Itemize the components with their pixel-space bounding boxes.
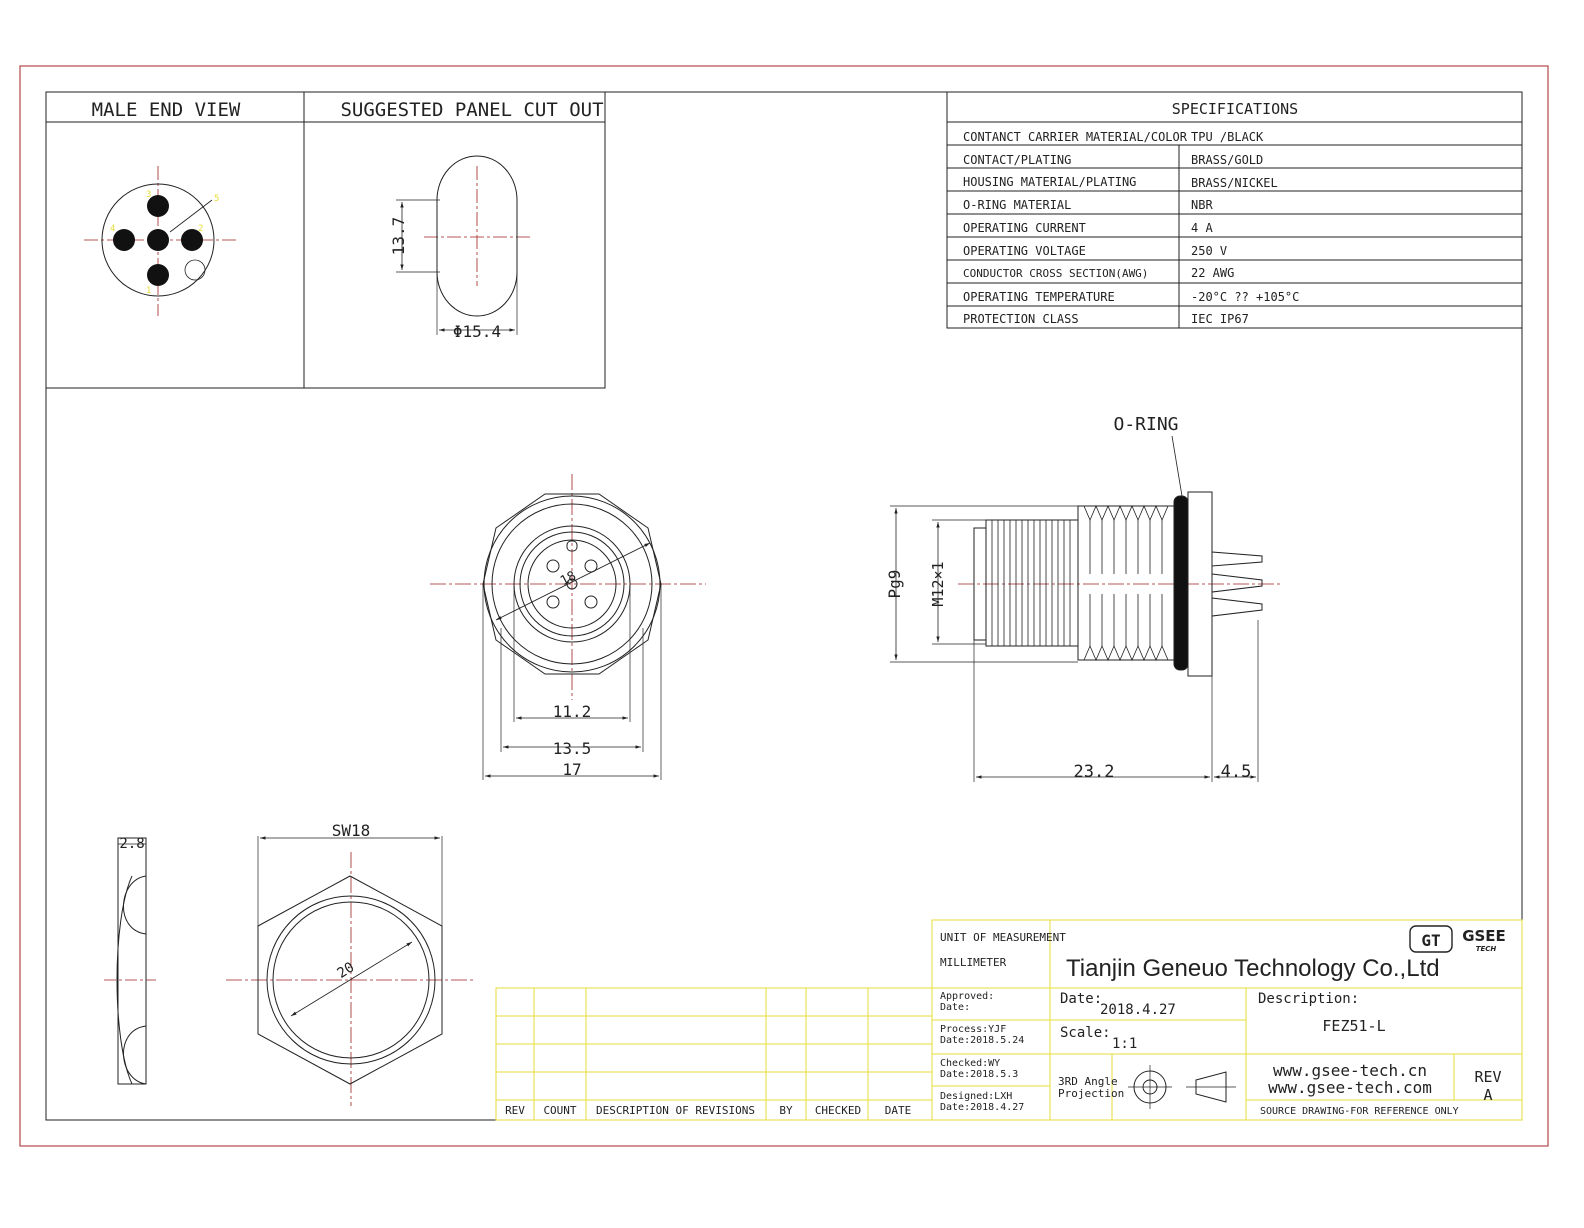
- male-end-view-title: MALE END VIEW: [92, 99, 241, 121]
- process-date: Date:2018.5.24: [940, 1035, 1024, 1046]
- gsee-logo: GT GSEE TECH: [1409, 925, 1506, 953]
- pin-center: [147, 229, 169, 251]
- dim-4-5: 4.5: [1221, 762, 1252, 782]
- logo-name: GSEE: [1462, 927, 1506, 945]
- by-header: BY: [779, 1104, 793, 1117]
- website-cn: www.gsee-tech.cn: [1273, 1061, 1427, 1080]
- designed-date: Date:2018.4.27: [940, 1102, 1024, 1113]
- description-header: DESCRIPTION OF REVISIONS: [596, 1104, 755, 1117]
- nut-front-view: [226, 836, 476, 1106]
- dim-11-2: 11.2: [553, 702, 592, 721]
- pin-right: [181, 229, 203, 251]
- dim-17: 17: [562, 760, 581, 779]
- dim-23-2: 23.2: [1074, 762, 1115, 782]
- specifications-title: SPECIFICATIONS: [1172, 100, 1298, 118]
- thread-lines: [991, 504, 1169, 662]
- date-label: Date:: [1060, 991, 1102, 1007]
- approved-label: Approved:: [940, 991, 994, 1002]
- spec-label: OPERATING VOLTAGE: [963, 244, 1086, 258]
- checked-header: CHECKED: [815, 1104, 861, 1117]
- rev-value: A: [1483, 1086, 1492, 1104]
- process-label: Process:YJF: [940, 1024, 1006, 1035]
- spec-label: OPERATING CURRENT: [963, 221, 1086, 235]
- panel-cut-out: [396, 155, 530, 335]
- male-end-view: 3 5 4 2 1: [84, 166, 236, 316]
- nut-side-view: [104, 837, 156, 1085]
- checked-label: Checked:WY: [940, 1058, 1000, 1069]
- website-com: www.gsee-tech.com: [1268, 1078, 1432, 1097]
- dim-13-5: 13.5: [553, 739, 592, 758]
- dim-cut-height: 13.7: [389, 217, 408, 256]
- spec-value: 4 A: [1191, 221, 1213, 235]
- projection-line-2: Projection: [1058, 1087, 1124, 1100]
- spec-rows: CONTANCT CARRIER MATERIAL/COLOR TPU /BLA…: [963, 130, 1299, 326]
- spec-value: IEC IP67: [1191, 312, 1249, 326]
- company-name: Tianjin Geneuo Technology Co.,Ltd: [1066, 955, 1440, 982]
- spec-label: OPERATING TEMPERATURE: [963, 290, 1115, 304]
- third-angle-projection-symbol: [1128, 1065, 1236, 1109]
- designed-label: Designed:LXH: [940, 1091, 1012, 1102]
- scale-label: Scale:: [1060, 1025, 1111, 1041]
- spec-label: CONTACT/PLATING: [963, 153, 1071, 167]
- title-block-text: UNIT OF MEASUREMENT MILLIMETER Tianjin G…: [940, 931, 1502, 1117]
- logo-sub: TECH: [1476, 945, 1497, 953]
- spec-label: PROTECTION CLASS: [963, 312, 1079, 326]
- scale-value: 1:1: [1112, 1036, 1137, 1052]
- spec-value: TPU /BLACK: [1191, 130, 1264, 144]
- dim-nut-thickness: 2.8: [119, 836, 144, 852]
- connector-side-view: [890, 435, 1280, 782]
- checked-date: Date:2018.5.3: [940, 1069, 1018, 1080]
- pin-top: [147, 195, 169, 217]
- top-left-panels: [45, 91, 606, 389]
- spec-value: BRASS/NICKEL: [1191, 176, 1278, 190]
- spec-value: -20°C ?? +105°C: [1191, 290, 1299, 304]
- dim-cut-diameter: Φ15.4: [453, 322, 501, 341]
- spec-value: 22 AWG: [1191, 266, 1234, 280]
- description-label: Description:: [1258, 991, 1359, 1007]
- spec-value: NBR: [1191, 198, 1213, 212]
- date-value: 2018.4.27: [1100, 1002, 1176, 1018]
- spec-label: CONTANCT CARRIER MATERIAL/COLOR: [963, 130, 1188, 144]
- pin-bottom: [147, 264, 169, 286]
- pin-label-5: 5: [214, 194, 219, 204]
- description-value: FEZ51-L: [1322, 1017, 1385, 1035]
- footer-note: SOURCE DRAWING-FOR REFERENCE ONLY: [1260, 1106, 1459, 1117]
- dim-m12: M12×1: [929, 561, 947, 606]
- revision-headers: REV COUNT DESCRIPTION OF REVISIONS BY CH…: [505, 1104, 911, 1117]
- pin-label-4: 4: [110, 224, 115, 234]
- logo-mark: GT: [1421, 931, 1440, 950]
- spec-value: 250 V: [1191, 244, 1227, 258]
- pin-left: [113, 229, 135, 251]
- outer-frame: [19, 65, 1549, 1147]
- specifications-table: [946, 91, 1523, 329]
- dim-sw18: SW18: [332, 821, 371, 840]
- connector-front-view: [430, 474, 706, 780]
- oring-label: O-RING: [1113, 414, 1178, 435]
- rev-header: REV: [505, 1104, 525, 1117]
- pin-label-1: 1: [146, 286, 151, 296]
- key-notch: [184, 259, 206, 281]
- pin-label-2: 2: [198, 224, 203, 234]
- spec-value: BRASS/GOLD: [1191, 153, 1263, 167]
- panel-cut-out-title: SUGGESTED PANEL CUT OUT: [340, 99, 603, 121]
- unit-label: UNIT OF MEASUREMENT: [940, 931, 1066, 944]
- approved-date: Date:: [940, 1002, 970, 1013]
- spec-label: HOUSING MATERIAL/PLATING: [963, 175, 1136, 189]
- unit-value: MILLIMETER: [940, 956, 1007, 969]
- spec-label: O-RING MATERIAL: [963, 198, 1071, 212]
- dim-18: 18: [558, 569, 579, 590]
- pin-label-3: 3: [146, 190, 151, 200]
- count-header: COUNT: [543, 1104, 576, 1117]
- revision-table: [495, 987, 933, 1121]
- date-header: DATE: [885, 1104, 912, 1117]
- dim-pg9: Pg9: [885, 570, 904, 599]
- dim-nut-diameter: 20: [334, 959, 357, 982]
- rev-label: REV: [1474, 1068, 1501, 1086]
- projection-line-1: 3RD Angle: [1058, 1075, 1118, 1088]
- spec-label: CONDUCTOR CROSS SECTION(AWG): [963, 267, 1148, 280]
- title-block: [931, 919, 1523, 1121]
